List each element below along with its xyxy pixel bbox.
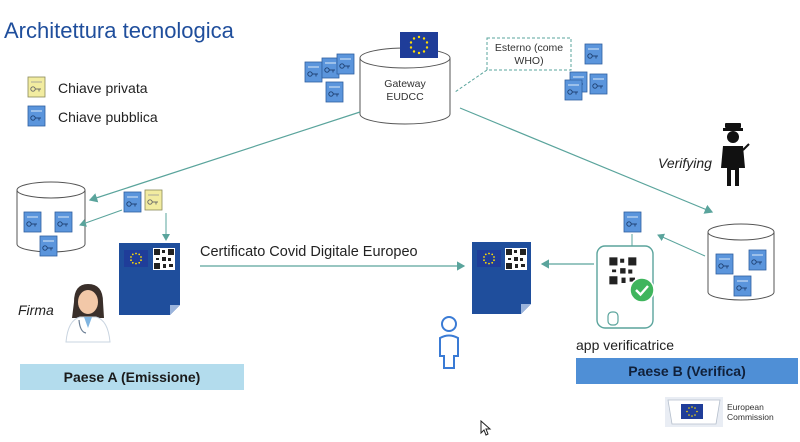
gateway-eu-flag-icon <box>400 32 438 58</box>
check-icon <box>629 277 655 303</box>
issuer-public-key-icon <box>123 191 142 213</box>
officer-icon <box>721 123 750 186</box>
gateway-key-cluster-icon <box>304 53 355 103</box>
issuer-keys-to-database-arrow <box>79 209 123 227</box>
firma-label: Firma <box>18 302 54 318</box>
gateway-to-country-a-arrow <box>88 111 361 203</box>
external-source-box <box>486 37 572 71</box>
country-b-database-icon <box>707 223 775 301</box>
certificate-issued-icon <box>119 243 180 315</box>
legend-private-key-icon <box>27 76 46 98</box>
country-a-database-icon <box>16 181 86 257</box>
verifier-public-key-icon <box>623 211 642 233</box>
verifying-label: Verifying <box>658 155 712 171</box>
gateway-label: Gateway EUDCC <box>384 78 426 103</box>
doctor-icon <box>65 284 111 343</box>
verifier-app-label: app verificatrice <box>576 337 675 353</box>
legend-public-key-label: Chiave pubblica <box>58 109 158 125</box>
certificate-label: Certificato Covid Digitale Europeo <box>200 244 418 260</box>
holder-person-icon <box>439 316 459 369</box>
gateway-to-country-b-arrow <box>459 107 714 214</box>
country-b-label: Paese B (Verifica) <box>576 358 798 384</box>
european-commission-logo <box>665 397 723 427</box>
external-key-cluster-icon <box>564 43 608 101</box>
legend-public-key-icon <box>27 105 46 127</box>
database-b-to-app-arrow <box>657 233 706 257</box>
legend-private-key-label: Chiave privata <box>58 80 148 96</box>
slide-title: Architettura tecnologica <box>4 18 234 43</box>
issuer-private-key-icon <box>144 189 163 211</box>
mouse-cursor-icon <box>480 420 492 436</box>
certificate-holder-icon <box>472 242 531 314</box>
external-source-label: Esterno (come WHO) <box>494 42 564 67</box>
european-commission-label: European Commission <box>727 402 774 422</box>
country-a-label: Paese A (Emissione) <box>20 364 244 390</box>
